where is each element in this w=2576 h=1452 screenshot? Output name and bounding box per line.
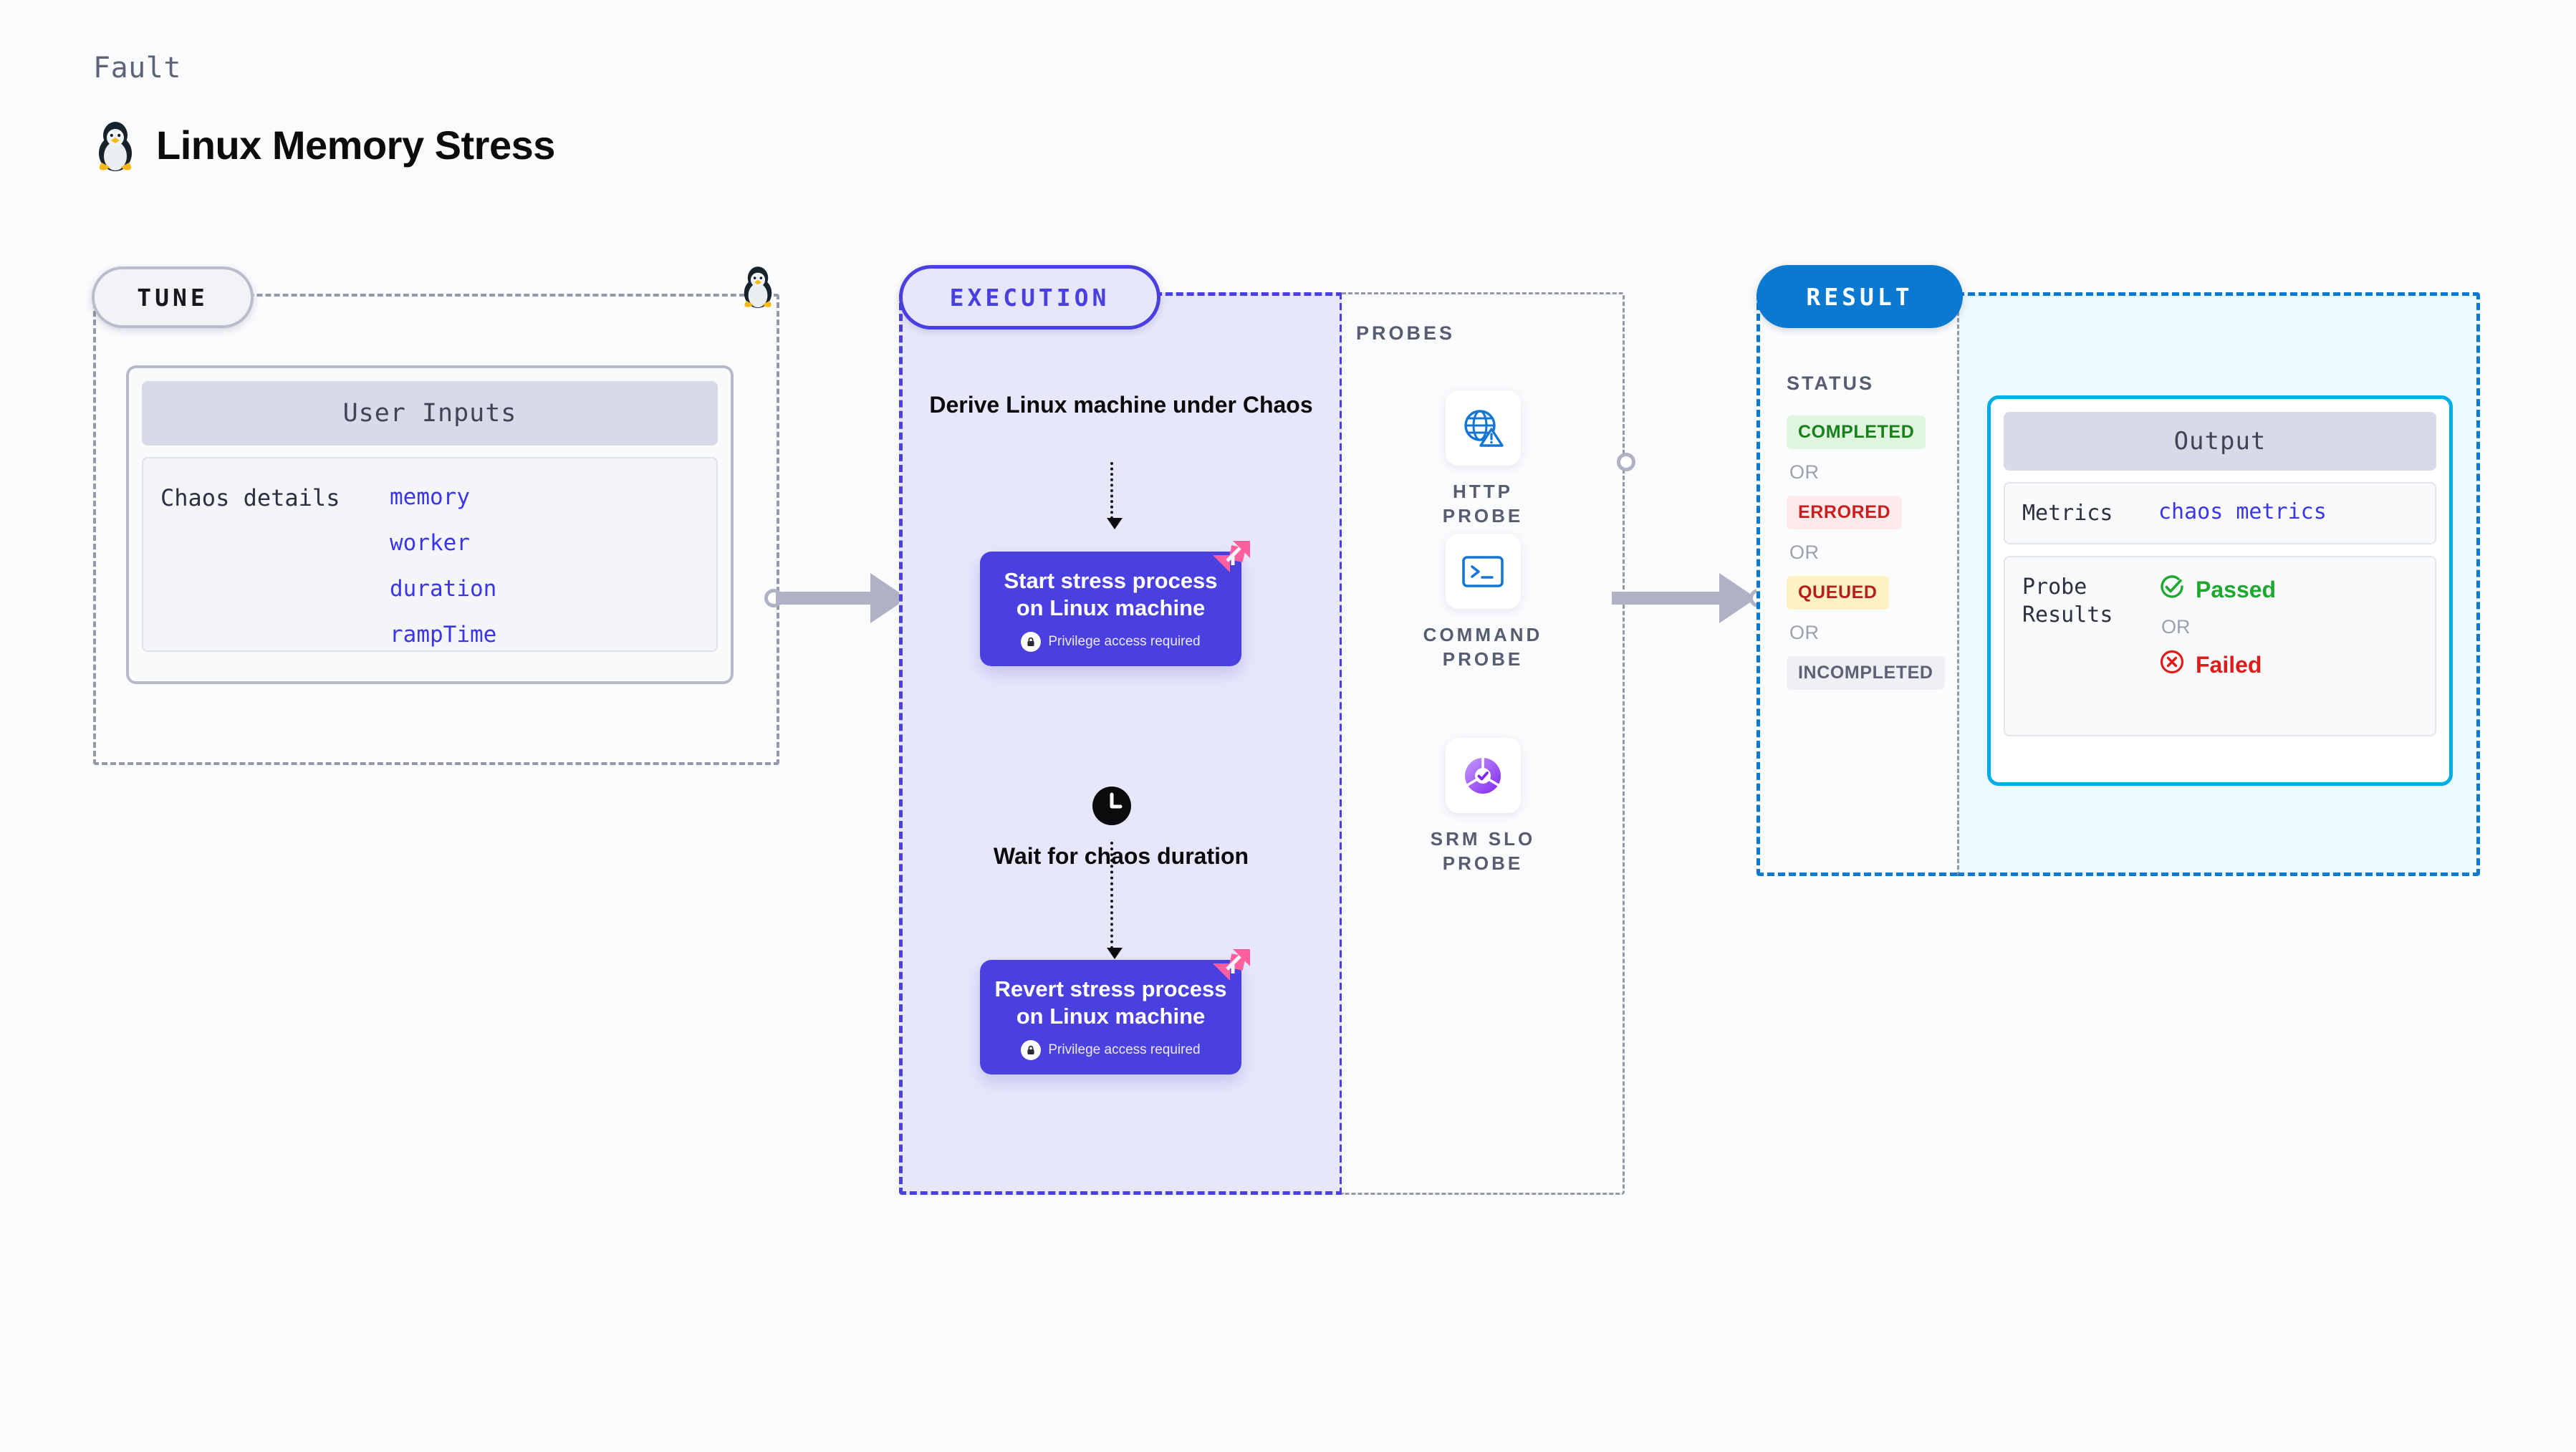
- start-stress-card-title: Start stress process on Linux machine: [1004, 568, 1218, 620]
- user-inputs-card: User Inputs Chaos details memory worker …: [126, 365, 734, 684]
- revert-stress-card[interactable]: Revert stress process on Linux machine P…: [980, 949, 1250, 1074]
- x-circle-icon: [2158, 648, 2186, 681]
- status-badge-queued: QUEUED: [1787, 576, 1889, 610]
- chaos-details-box: Chaos details memory worker duration ram…: [142, 457, 718, 652]
- clock-icon: [1091, 785, 1133, 827]
- privilege-row: Privilege access required: [993, 631, 1229, 652]
- execution-stage-badge[interactable]: EXECUTION: [899, 265, 1160, 330]
- privilege-row: Privilege access required: [993, 1039, 1229, 1060]
- output-card-header: Output: [2004, 412, 2436, 471]
- probe-results-row: Probe Results Passed OR: [2004, 556, 2436, 736]
- flow-connector-2: [1107, 842, 1123, 959]
- metrics-row: Metrics chaos metrics: [2004, 482, 2436, 544]
- probe-item-command[interactable]: COMMAND PROBE: [1411, 534, 1554, 672]
- probe-caption-command: COMMAND PROBE: [1423, 624, 1543, 670]
- result-stage-badge[interactable]: RESULT: [1756, 265, 1963, 328]
- chaos-details-label: Chaos details: [160, 484, 340, 511]
- connector-tune-to-execution: [764, 573, 920, 623]
- privilege-text: Privilege access required: [1048, 633, 1201, 649]
- probe-result-failed: Failed: [2158, 648, 2276, 681]
- probe-result-failed-label: Failed: [2196, 651, 2262, 678]
- slo-donut-check-icon: [1445, 738, 1521, 813]
- chaos-param-memory: memory: [390, 484, 470, 510]
- tune-stage-badge[interactable]: TUNE: [92, 266, 254, 328]
- status-or-3: OR: [1789, 622, 1820, 643]
- revert-stress-card-title: Revert stress process on Linux machine: [994, 976, 1227, 1029]
- fault-ribbon-icon: [1213, 541, 1250, 572]
- probe-caption-http: HTTP PROBE: [1442, 481, 1524, 527]
- probe-results-label: Probe Results: [2022, 574, 2113, 628]
- connector-execution-to-result: [1612, 573, 1768, 623]
- page-title-row: Linux Memory Stress: [93, 118, 555, 171]
- tux-penguin-icon: [93, 118, 138, 171]
- status-list: COMPLETED OR ERRORED OR QUEUED OR INCOMP…: [1787, 415, 1966, 690]
- probe-caption-srm-slo: SRM SLO PROBE: [1430, 828, 1536, 874]
- tune-panel: [93, 294, 779, 765]
- page-title: Linux Memory Stress: [156, 122, 555, 168]
- flow-connector-1: [1107, 462, 1123, 529]
- check-circle-icon: [2158, 573, 2186, 606]
- status-badge-completed: COMPLETED: [1787, 415, 1926, 449]
- terminal-icon: [1445, 534, 1521, 609]
- connector-shaft: [1612, 592, 1719, 605]
- connector-shaft: [776, 592, 876, 605]
- output-card: Output Metrics chaos metrics Probe Resul…: [1987, 395, 2453, 786]
- fault-ribbon-icon: [1213, 949, 1250, 981]
- derive-step-label: Derive Linux machine under Chaos: [929, 392, 1313, 418]
- status-or-2: OR: [1789, 542, 1820, 563]
- probe-item-srm-slo[interactable]: SRM SLO PROBE: [1411, 738, 1554, 876]
- probe-result-passed-label: Passed: [2196, 576, 2277, 602]
- probe-item-http[interactable]: HTTP PROBE: [1411, 390, 1554, 529]
- status-badge-incompleted: INCOMPLETED: [1787, 656, 1945, 690]
- metrics-label: Metrics: [2022, 501, 2113, 526]
- lock-icon: [1021, 1039, 1042, 1060]
- status-or-1: OR: [1789, 461, 1820, 483]
- user-inputs-header: User Inputs: [142, 381, 718, 446]
- status-label: STATUS: [1787, 372, 1874, 394]
- chaos-param-worker: worker: [390, 530, 470, 556]
- fault-kicker-label: Fault: [93, 52, 181, 85]
- flow-arrowhead: [1107, 948, 1123, 959]
- execution-output-node: [1617, 453, 1635, 471]
- probes-label: PROBES: [1356, 322, 1456, 344]
- chaos-params-list: memory worker duration rampTime: [390, 484, 496, 650]
- wait-step-label: Wait for chaos duration: [993, 843, 1249, 869]
- probe-result-or: OR: [2161, 616, 2191, 638]
- status-badge-errored: ERRORED: [1787, 496, 1903, 529]
- flow-arrowhead: [1107, 518, 1123, 529]
- chaos-param-duration: duration: [390, 576, 497, 602]
- chaos-param-ramptime: rampTime: [390, 622, 497, 648]
- probe-results-values: Passed OR Failed: [2158, 573, 2276, 681]
- tux-penguin-icon: [739, 264, 777, 312]
- privilege-text: Privilege access required: [1048, 1042, 1201, 1057]
- lock-icon: [1021, 631, 1042, 652]
- metrics-value: chaos metrics: [2158, 499, 2327, 524]
- globe-warning-icon: [1445, 390, 1521, 466]
- start-stress-card[interactable]: Start stress process on Linux machine Pr…: [980, 541, 1250, 666]
- probe-result-passed: Passed: [2158, 573, 2276, 606]
